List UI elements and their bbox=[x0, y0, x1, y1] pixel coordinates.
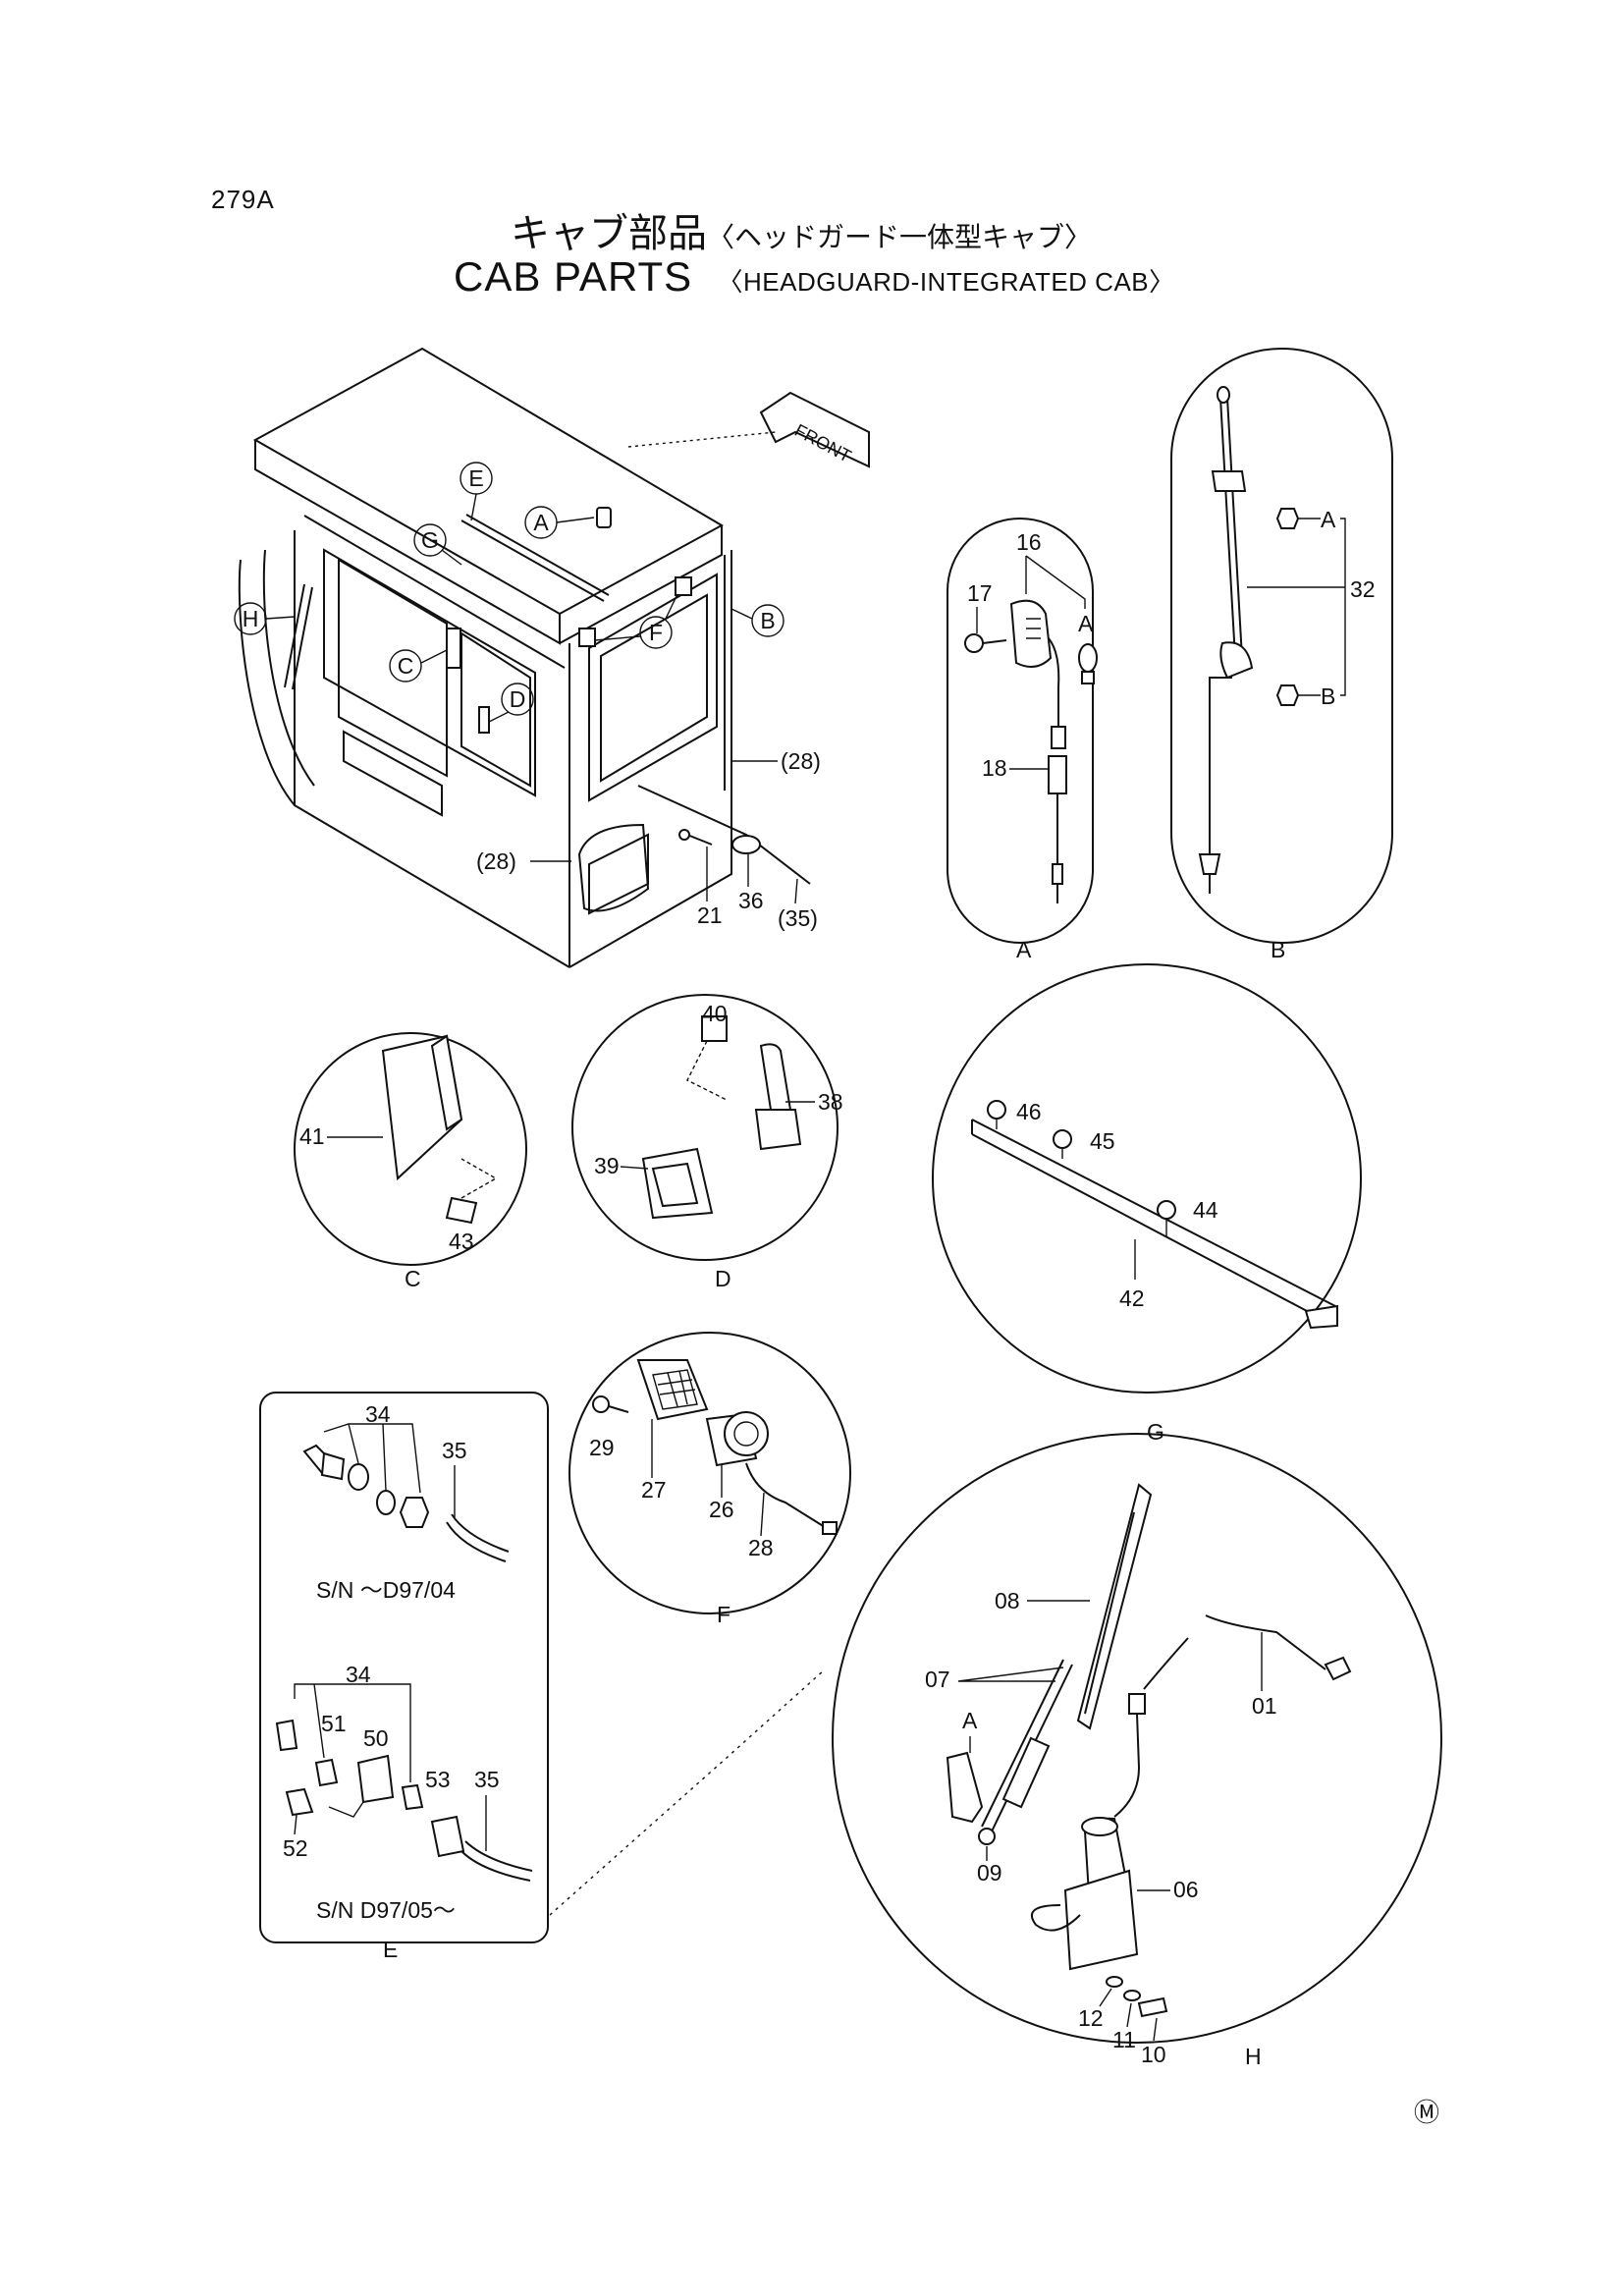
ref-circle-B: B bbox=[730, 604, 784, 637]
serial-upper: S/N ～D97/04 bbox=[316, 1577, 456, 1603]
callout-A-bulb: A bbox=[1078, 611, 1094, 636]
callout-28-right: (28) bbox=[781, 748, 821, 774]
title-en-main: CAB PARTS bbox=[454, 253, 693, 300]
detail-C-label: C bbox=[405, 1266, 421, 1291]
ref-letter-H: H bbox=[243, 606, 259, 631]
detail-A: A 16 17 A 18 bbox=[947, 518, 1098, 962]
ref-circle-E: E bbox=[460, 462, 493, 521]
callout-46: 46 bbox=[1016, 1099, 1042, 1124]
ref-letter-E: E bbox=[468, 465, 483, 491]
callout-50: 50 bbox=[363, 1725, 389, 1751]
callout-A-bracket: A bbox=[962, 1708, 978, 1733]
callout-53: 53 bbox=[425, 1767, 451, 1792]
callout-38: 38 bbox=[818, 1089, 843, 1115]
callout-29: 29 bbox=[589, 1435, 615, 1460]
callout-32: 32 bbox=[1350, 576, 1376, 602]
callout-10: 10 bbox=[1141, 2042, 1166, 2067]
detail-F: F 29 27 26 28 bbox=[568, 1332, 851, 1627]
callout-36: 36 bbox=[738, 888, 764, 913]
callout-A-nut: A bbox=[1321, 507, 1336, 532]
callout-28-f: 28 bbox=[748, 1535, 774, 1560]
footer-mark: Ⓜ bbox=[1414, 2098, 1439, 2127]
callout-06: 06 bbox=[1173, 1877, 1199, 1902]
callout-21: 21 bbox=[697, 902, 723, 928]
callout-01: 01 bbox=[1252, 1693, 1277, 1719]
detail-E-label: E bbox=[383, 1937, 398, 1962]
detail-D-label: D bbox=[715, 1266, 731, 1291]
callout-34-lower: 34 bbox=[346, 1662, 371, 1687]
serial-lower: S/N D97/05～ bbox=[316, 1897, 456, 1923]
detail-B: B A 32 B bbox=[1170, 348, 1393, 962]
callout-08: 08 bbox=[995, 1588, 1020, 1613]
callout-43: 43 bbox=[449, 1229, 474, 1254]
ref-circle-A: A bbox=[524, 506, 595, 539]
callout-17: 17 bbox=[967, 580, 993, 606]
callout-27: 27 bbox=[641, 1477, 667, 1503]
callout-28-left: (28) bbox=[476, 848, 516, 874]
callout-35-upper: 35 bbox=[442, 1438, 467, 1463]
callout-11: 11 bbox=[1112, 2027, 1136, 2052]
detail-F-label: F bbox=[717, 1602, 730, 1627]
title-en-sub: 〈HEADGUARD-INTEGRATED CAB〉 bbox=[717, 267, 1175, 297]
callout-45: 45 bbox=[1090, 1128, 1115, 1154]
callout-35-paren: (35) bbox=[778, 905, 818, 931]
callout-07: 07 bbox=[925, 1667, 950, 1692]
ref-letter-C: C bbox=[398, 653, 414, 679]
callout-52: 52 bbox=[283, 1835, 308, 1861]
ref-circle-C: C bbox=[389, 649, 448, 683]
callout-51: 51 bbox=[321, 1711, 347, 1736]
detail-A-label: A bbox=[1016, 937, 1032, 962]
ref-circle-D: D bbox=[488, 683, 534, 723]
callout-26: 26 bbox=[709, 1497, 734, 1522]
callout-35-lower: 35 bbox=[474, 1767, 500, 1792]
callout-40: 40 bbox=[702, 1001, 728, 1026]
detail-H-label: H bbox=[1245, 2044, 1262, 2069]
callout-42: 42 bbox=[1119, 1285, 1145, 1311]
callout-34-upper: 34 bbox=[365, 1401, 391, 1427]
detail-G: G 46 45 44 42 bbox=[932, 963, 1362, 1445]
callout-B-nut: B bbox=[1321, 683, 1335, 709]
ref-letter-B: B bbox=[760, 608, 775, 633]
ref-letter-F: F bbox=[649, 620, 663, 645]
callout-44: 44 bbox=[1193, 1197, 1218, 1223]
ref-circle-H: H bbox=[234, 602, 296, 635]
ref-letter-D: D bbox=[510, 686, 526, 712]
detail-B-label: B bbox=[1271, 937, 1285, 962]
ref-circle-G: G bbox=[413, 523, 462, 566]
detail-E: E 34 35 S/N ～D97/04 34 51 50 53 35 52 bbox=[259, 1392, 549, 1962]
front-arrow-label: FRONT bbox=[791, 420, 854, 466]
callout-39: 39 bbox=[594, 1153, 620, 1178]
title-japanese: キャブ部品〈ヘッドガード一体型キャブ〉 bbox=[511, 201, 1092, 258]
callout-09: 09 bbox=[977, 1860, 1002, 1886]
title-english: CAB PARTS 〈HEADGUARD-INTEGRATED CAB〉 bbox=[454, 253, 1175, 301]
page-number: 279A bbox=[211, 185, 275, 214]
detail-C: C 41 43 bbox=[294, 1032, 527, 1291]
callout-12: 12 bbox=[1078, 2005, 1104, 2031]
callout-16: 16 bbox=[1016, 529, 1042, 555]
title-jp-main: キャブ部品 bbox=[511, 211, 707, 256]
title-jp-sub: 〈ヘッドガード一体型キャブ〉 bbox=[707, 221, 1093, 253]
ref-letter-A: A bbox=[533, 510, 549, 535]
callout-41: 41 bbox=[299, 1123, 325, 1149]
detail-D: D 40 38 39 bbox=[571, 994, 843, 1291]
detail-G-label: G bbox=[1147, 1419, 1164, 1445]
ref-circle-F: F bbox=[594, 593, 678, 649]
callout-18: 18 bbox=[982, 755, 1007, 781]
main-cab-view: FRONT E A G H C bbox=[234, 347, 870, 968]
ref-letter-G: G bbox=[421, 527, 439, 553]
detail-H: H 08 07 A 01 06 bbox=[832, 1433, 1442, 2069]
